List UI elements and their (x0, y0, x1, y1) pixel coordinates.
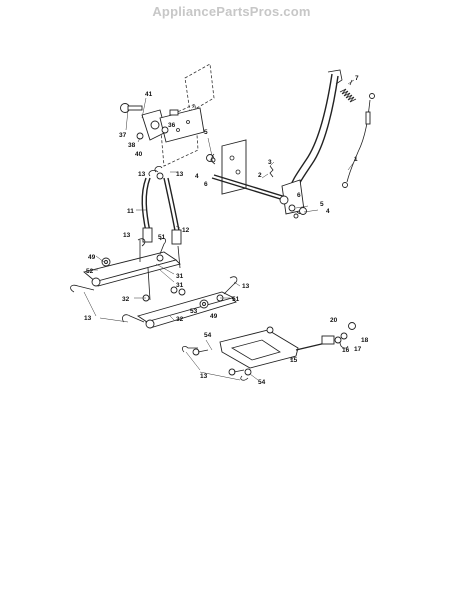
callout-13a: 13 (138, 171, 146, 178)
callout-6a: 6 (204, 181, 208, 188)
callout-32b: 32 (176, 316, 184, 323)
callout-1: 1 (354, 156, 358, 163)
callout-13-bottom: 13 (200, 373, 208, 380)
callout-11: 11 (127, 208, 134, 215)
callout-18: 18 (361, 337, 369, 344)
lower-lift-arms (83, 240, 237, 329)
lock-nuts (101, 257, 209, 309)
lift-cable (342, 93, 375, 188)
callout-41: 41 (145, 91, 153, 98)
callout-15: 15 (290, 357, 298, 364)
callout-36: 36 (168, 122, 176, 129)
callout-7: 7 (355, 75, 359, 82)
callout-labels: 7 1 3 2 5 4 6 6 5 4 41 36 37 38 40 13 13… (84, 75, 369, 386)
callout-20: 20 (330, 317, 338, 324)
callout-40: 40 (135, 151, 143, 158)
callout-4b: 4 (326, 208, 330, 215)
watermark: AppliancePartsPros.com (152, 4, 311, 19)
adjustment-hardware (321, 322, 356, 349)
callout-13e: 13 (84, 315, 92, 322)
callout-17: 17 (354, 346, 362, 353)
lift-spring (339, 79, 357, 103)
callout-4a: 4 (195, 173, 199, 180)
callout-13b: 13 (176, 171, 184, 178)
callout-13d: 13 (242, 283, 250, 290)
callout-53: 53 (190, 308, 198, 315)
callout-16: 16 (342, 347, 350, 354)
hairpin-clips (70, 165, 238, 323)
deck-hanger-plate (219, 326, 331, 376)
callout-12: 12 (182, 227, 190, 234)
callout-3: 3 (268, 159, 272, 166)
callout-32a: 32 (122, 296, 130, 303)
callout-54b: 54 (258, 379, 266, 386)
callout-6b: 6 (297, 192, 301, 199)
callout-13c: 13 (123, 232, 131, 239)
pivot-bracket-assembly (120, 103, 205, 143)
callout-38: 38 (128, 142, 136, 149)
callout-31b: 31 (176, 282, 184, 289)
shaft-hardware (211, 153, 307, 219)
clevis-pins (181, 345, 249, 381)
leader-lines (83, 79, 355, 381)
lift-handle-lever (281, 69, 343, 215)
callout-37: 37 (119, 132, 127, 139)
lift-links (141, 169, 182, 245)
callout-2: 2 (258, 172, 262, 179)
callout-51b: 51 (232, 296, 240, 303)
callout-52: 52 (86, 268, 94, 275)
callout-31a: 31 (176, 273, 184, 280)
callout-49b: 49 (210, 313, 218, 320)
callout-5a: 5 (204, 129, 208, 136)
callout-51a: 51 (158, 234, 166, 241)
callout-5b: 5 (320, 201, 324, 208)
callout-54a: 54 (204, 332, 212, 339)
callout-49a: 49 (88, 254, 96, 261)
